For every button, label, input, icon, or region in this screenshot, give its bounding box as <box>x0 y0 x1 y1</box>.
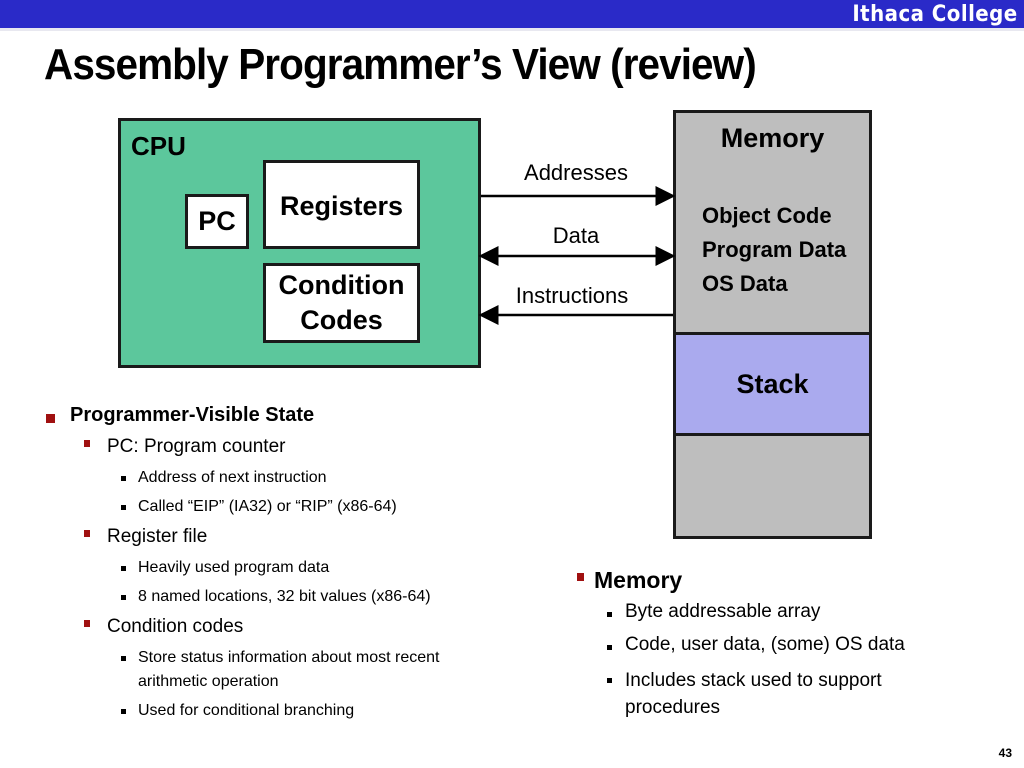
sub-bullet-text: Heavily used program data <box>138 559 330 576</box>
instructions-label: Instructions <box>515 283 629 308</box>
bullet-item: Register file <box>44 526 524 556</box>
bullet-heading: Programmer-Visible State <box>44 404 524 436</box>
bullet-small-icon <box>121 709 126 714</box>
memory-contents: Object Code Program Data OS Data <box>702 199 846 301</box>
stack-region: Stack <box>676 332 869 436</box>
sub-bullet-item: Byte addressable array <box>575 601 975 634</box>
sub-bullet-item: Used for conditional branching <box>44 699 524 723</box>
brand-logo: Ithaca College <box>852 2 1018 27</box>
condition-codes-box: Condition Codes <box>263 263 420 343</box>
bullet-square-icon <box>84 530 90 537</box>
bullet-square-icon <box>46 414 55 423</box>
bullet-item-text: Register file <box>107 526 208 547</box>
condition-codes-label-line2: Codes <box>300 305 383 335</box>
bullet-item-text: Condition codes <box>107 616 244 637</box>
bullet-heading-text: Memory <box>594 567 683 593</box>
bullet-small-icon <box>607 645 612 650</box>
registers-label: Registers <box>279 191 404 221</box>
sub-bullet-item: Address of next instruction <box>44 466 524 495</box>
sub-bullet-text: Code, user data, (some) OS data <box>625 634 905 655</box>
sub-bullet-item: 8 named locations, 32 bit values (x86-64… <box>44 585 524 616</box>
sub-bullet-item: Code, user data, (some) OS data <box>575 634 975 667</box>
sub-bullet-text: Byte addressable array <box>625 601 821 622</box>
sub-bullet-item: Store status information about most rece… <box>44 646 508 694</box>
pc-box: PC <box>185 194 249 249</box>
cpu-label: CPU <box>131 131 186 161</box>
bullet-small-icon <box>121 476 126 481</box>
bullet-small-icon <box>121 656 126 661</box>
stack-label: Stack <box>736 368 809 399</box>
bullet-small-icon <box>607 612 612 617</box>
bullet-item-text: PC: Program counter <box>107 436 286 457</box>
bullet-heading: Memory <box>575 567 975 601</box>
bullet-heading-text: Programmer-Visible State <box>70 404 315 426</box>
sub-bullet-text: Includes stack used to support procedure… <box>625 670 882 718</box>
bullet-small-icon <box>121 566 126 571</box>
bullet-small-icon <box>121 505 126 510</box>
condition-codes-label-line1: Condition <box>278 269 405 300</box>
bullet-square-icon <box>84 620 90 627</box>
addresses-label: Addresses <box>524 160 628 185</box>
memory-content-os-data: OS Data <box>702 271 788 296</box>
bullet-item: PC: Program counter <box>44 436 524 466</box>
bullet-small-icon <box>607 678 612 683</box>
memory-label: Memory <box>720 123 825 153</box>
sub-bullet-item: Heavily used program data <box>44 556 524 585</box>
sub-bullet-text: Used for conditional branching <box>138 702 355 719</box>
programmer-visible-state-list: Programmer-Visible State PC: Program cou… <box>44 404 524 723</box>
header-bar: Ithaca College <box>0 0 1024 31</box>
registers-box: Registers <box>263 160 420 249</box>
memory-box: Memory Object Code Program Data OS Data … <box>673 110 872 539</box>
bullet-small-icon <box>121 595 126 600</box>
sub-bullet-item: Includes stack used to support procedure… <box>575 667 915 721</box>
memory-content-program-data: Program Data <box>702 237 847 262</box>
pc-label: PC <box>198 205 236 236</box>
sub-bullet-text: Store status information about most rece… <box>138 649 440 690</box>
page-number: 43 <box>998 746 1012 760</box>
bullet-item: Condition codes <box>44 616 524 646</box>
sub-bullet-item: Called “EIP” (IA32) or “RIP” (x86-64) <box>44 495 524 526</box>
bullet-square-icon <box>84 440 90 447</box>
bullet-square-icon <box>577 573 584 581</box>
sub-bullet-text: Called “EIP” (IA32) or “RIP” (x86-64) <box>138 498 397 515</box>
memory-content-object-code: Object Code <box>702 203 832 228</box>
sub-bullet-text: 8 named locations, 32 bit values (x86-64… <box>138 588 431 605</box>
slide-title: Assembly Programmer’s View (review) <box>44 40 757 89</box>
data-label: Data <box>552 223 600 248</box>
sub-bullet-text: Address of next instruction <box>138 469 327 486</box>
memory-list: Memory Byte addressable array Code, user… <box>575 567 975 721</box>
